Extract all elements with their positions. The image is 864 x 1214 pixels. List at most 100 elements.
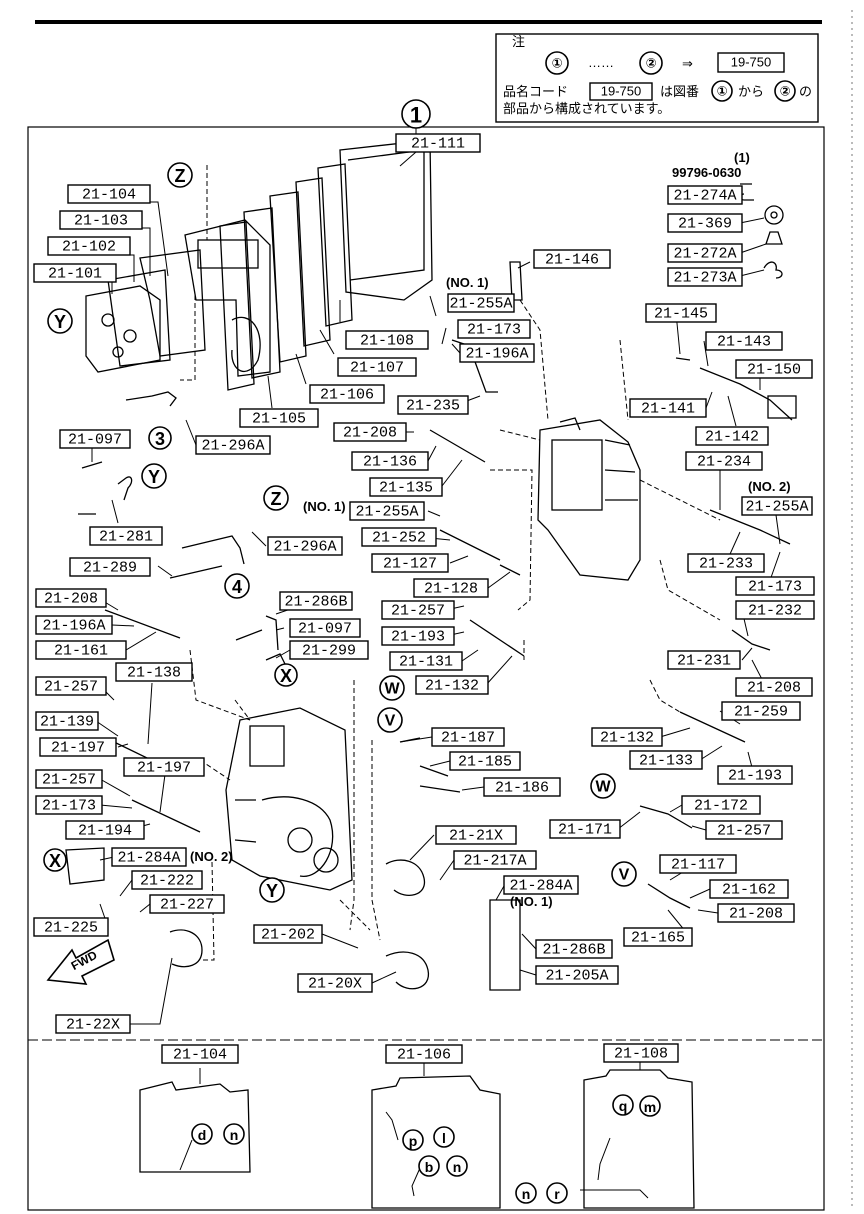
part-label-p23: 21-141 bbox=[629, 398, 707, 418]
callout-letter: V bbox=[619, 867, 630, 884]
callout-letter: W bbox=[595, 779, 611, 796]
callout-circle bbox=[639, 1095, 661, 1117]
part-number: 21-173 bbox=[467, 322, 521, 339]
part-number: 21-225 bbox=[44, 920, 98, 937]
callout-letter: m bbox=[644, 1099, 656, 1115]
part-number: 21-145 bbox=[654, 306, 708, 323]
part-label-box bbox=[59, 429, 131, 449]
part-label-p64: 21-257 bbox=[35, 769, 103, 789]
part-number: 21-235 bbox=[406, 398, 460, 415]
part-number: 21-194 bbox=[78, 823, 132, 840]
part-label-p35: 21-127 bbox=[371, 553, 449, 573]
part-label-p60: 21-133 bbox=[629, 750, 703, 770]
part-number: 21-255A bbox=[355, 504, 418, 521]
callout-letter: Z bbox=[271, 489, 282, 509]
note-line1-prefix: 品名コード bbox=[503, 84, 568, 99]
part-label-box bbox=[667, 213, 743, 233]
part-label-box bbox=[239, 408, 319, 428]
callout-c16: n bbox=[223, 1123, 245, 1145]
callout-circle bbox=[224, 573, 250, 599]
part-number: 21-138 bbox=[127, 665, 181, 682]
part-label-box bbox=[431, 727, 505, 747]
part-label-p57: 21-187 bbox=[431, 727, 505, 747]
no1-annotation-a: (NO. 1) bbox=[446, 275, 489, 290]
part-label-p29: 21-135 bbox=[369, 477, 443, 497]
note-line1-kara: から bbox=[738, 84, 764, 99]
part-label-box bbox=[709, 879, 789, 899]
callout-c9: W bbox=[379, 675, 405, 701]
part-number: 21-255A bbox=[745, 499, 808, 516]
front-valve-body bbox=[225, 707, 353, 891]
part-label-p56: 21-139 bbox=[35, 711, 99, 731]
part-label-p58: 21-132 bbox=[591, 727, 663, 747]
part-number: 21-193 bbox=[391, 629, 445, 646]
note-to: ② bbox=[645, 56, 656, 71]
part-label-p24: 21-142 bbox=[695, 426, 769, 446]
callout-letter: X bbox=[280, 666, 292, 686]
part-label-p85: 21-20X bbox=[297, 973, 373, 993]
part-label-p83: 21-165 bbox=[623, 927, 693, 947]
part-label-p19: 21-235 bbox=[397, 395, 469, 415]
part-label-p38: 21-128 bbox=[413, 578, 489, 598]
part-number: 21-255A bbox=[449, 296, 512, 313]
part-label-p15: 21-107 bbox=[337, 357, 417, 377]
part-label-p21: 21-143 bbox=[705, 331, 783, 351]
part-label-p48: 21-299 bbox=[289, 640, 369, 660]
callout-circle bbox=[223, 1123, 245, 1145]
part-number: 21-274A bbox=[673, 188, 736, 205]
part-label-p80: 21-225 bbox=[33, 917, 109, 937]
callout-c24: r bbox=[546, 1182, 568, 1204]
part-label-box bbox=[35, 676, 107, 696]
part-number: 21-257 bbox=[44, 679, 98, 696]
part-label-box bbox=[687, 553, 765, 573]
callout-c15: d bbox=[191, 1123, 213, 1145]
part-label-box bbox=[35, 769, 103, 789]
part-label-p17: 21-105 bbox=[239, 408, 319, 428]
part-label-p37: 21-289 bbox=[69, 557, 151, 577]
callout-letter: X bbox=[49, 851, 61, 871]
callout-c18: l bbox=[433, 1126, 455, 1148]
part-number: 21-273A bbox=[673, 270, 736, 287]
part-label-box bbox=[667, 243, 743, 263]
part-label-p70: 21-194 bbox=[65, 820, 145, 840]
callout-letter: 1 bbox=[410, 103, 422, 128]
callout-c4: 3 bbox=[148, 426, 172, 450]
part-label-p27: 21-136 bbox=[351, 451, 429, 471]
part-number: 21-173 bbox=[748, 579, 802, 596]
callout-c20: n bbox=[446, 1155, 468, 1177]
part-label-box bbox=[453, 850, 537, 870]
part-label-p6: 21-274A bbox=[667, 185, 743, 205]
note-line2: 部品から構成されています。 bbox=[503, 101, 670, 116]
part-label-box bbox=[629, 398, 707, 418]
part-label-p76: 21-284A bbox=[503, 875, 579, 895]
part-label-box bbox=[535, 965, 619, 985]
part-label-p36: 21-233 bbox=[687, 553, 765, 573]
part-number: 21-21X bbox=[449, 828, 503, 845]
part-number: 21-22X bbox=[66, 1017, 120, 1034]
part-number: 21-102 bbox=[62, 239, 116, 256]
part-label-box bbox=[735, 576, 815, 596]
part-label-p71: 21-21X bbox=[435, 825, 517, 845]
callout-circle bbox=[515, 1182, 537, 1204]
part-number: 21-117 bbox=[671, 857, 725, 874]
callout-c10: V bbox=[377, 707, 403, 733]
callout-c5: Y bbox=[141, 463, 167, 489]
part-label-box bbox=[741, 496, 813, 516]
part-label-box bbox=[667, 185, 743, 205]
part-number: 21-296A bbox=[201, 438, 264, 455]
part-label-box bbox=[735, 600, 815, 620]
part-label-p13: 21-196A bbox=[459, 343, 535, 363]
bolt-code: 99796-0630 bbox=[672, 165, 741, 180]
part-number: 21-146 bbox=[545, 252, 599, 269]
no1-annotation-c: (NO. 1) bbox=[510, 894, 553, 909]
note-from: ① bbox=[551, 56, 562, 71]
note-arrow: ⇒ bbox=[682, 56, 693, 71]
callout-c11: W bbox=[590, 773, 616, 799]
part-label-box bbox=[435, 825, 517, 845]
part-label-p86: 21-22X bbox=[55, 1014, 131, 1034]
part-label-box bbox=[381, 600, 455, 620]
part-number: 21-299 bbox=[302, 643, 356, 660]
note-code-ref: 19-750 bbox=[731, 55, 771, 70]
part-label-box bbox=[413, 578, 489, 598]
